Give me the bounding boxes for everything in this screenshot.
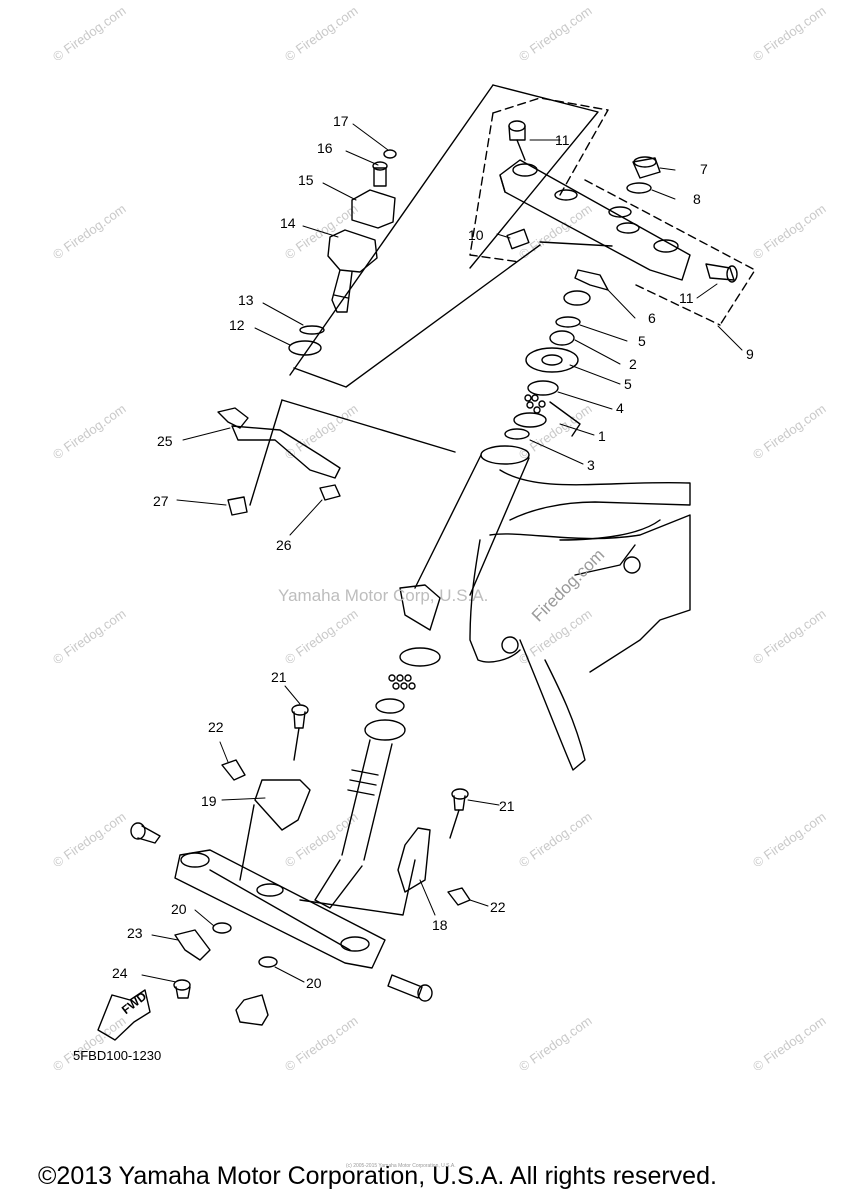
copyright-notice: ©2013 Yamaha Motor Corporation, U.S.A. A… [38, 1162, 717, 1190]
pinch-bolt-left [130, 822, 161, 844]
callout-24: 24 [112, 965, 128, 981]
holder-cap-17 [383, 149, 397, 159]
lower-seal [375, 698, 405, 714]
callout-1: 1 [598, 428, 606, 444]
ring-nut-upper [563, 290, 591, 306]
callout-22: 22 [490, 899, 506, 915]
ring-nut-lower [549, 330, 575, 346]
callout-23: 23 [127, 925, 143, 941]
callout-17: 17 [333, 113, 349, 129]
callout-15: 15 [298, 172, 314, 188]
upper-bearing-race [513, 380, 559, 428]
pinch-bolt-right [387, 974, 433, 1002]
washer-13 [299, 325, 325, 335]
bolt-21-lower [449, 788, 469, 839]
callout-27: 27 [153, 493, 169, 509]
callout-21: 21 [499, 798, 515, 814]
crown-dashed-outline [469, 97, 756, 326]
guide-frame [281, 399, 456, 453]
cable-guide [217, 407, 341, 479]
fwd-arrow [97, 989, 151, 1041]
holder-bolt-16 [372, 161, 388, 187]
bearing-bracket-line [549, 401, 581, 437]
bolt-21-upper [291, 704, 309, 761]
lock-washer [574, 269, 609, 291]
callout-5: 5 [624, 376, 632, 392]
callout-2: 2 [629, 356, 637, 372]
nut-22-upper [221, 759, 246, 781]
clip-27 [227, 496, 248, 516]
upper-group-frame [289, 84, 599, 388]
lower-bracket [174, 849, 386, 969]
lower-holder-14 [327, 229, 378, 313]
damper-12 [288, 340, 322, 356]
fine-print: (c) 2005-2015 Yamaha Motor Corporation, … [346, 1163, 456, 1169]
bearing-cover [525, 347, 579, 373]
bolt-top [508, 120, 526, 161]
head-pipe-race [504, 428, 530, 440]
callout-13: 13 [238, 292, 254, 308]
leader-lines [141, 123, 743, 983]
callout-16: 16 [317, 140, 333, 156]
callout-22: 22 [208, 719, 224, 735]
callout-19: 19 [201, 793, 217, 809]
callout-14: 14 [280, 215, 296, 231]
callout-3: 3 [587, 457, 595, 473]
clip-23 [174, 929, 211, 961]
bracket-19-frame [239, 804, 255, 881]
nut-20-lower [258, 956, 278, 968]
callout-18: 18 [432, 917, 448, 933]
callout-6: 6 [648, 310, 656, 326]
bolt-right [705, 263, 738, 283]
upper-holder-15 [351, 189, 396, 229]
crown-nut [632, 156, 661, 179]
ball-bearings-lower [388, 674, 416, 690]
center-watermark: Yamaha Motor Corp, U.S.A. [278, 586, 489, 605]
nut-20-upper [212, 922, 232, 934]
frame-head-pipe [399, 445, 691, 771]
callout-11: 11 [679, 290, 694, 306]
crown-washer [626, 182, 652, 194]
callout-4: 4 [616, 400, 624, 416]
callout-20: 20 [306, 975, 322, 991]
callout-7: 7 [700, 161, 708, 177]
callout-26: 26 [276, 537, 292, 553]
upper-bracket [499, 159, 691, 281]
callout-5: 5 [638, 333, 646, 349]
callout-10: 10 [468, 227, 484, 243]
steering-stem [314, 739, 393, 909]
bracket-19 [254, 779, 311, 831]
callout-9: 9 [746, 346, 754, 362]
clamp-26 [319, 484, 341, 501]
callout-21: 21 [271, 669, 287, 685]
stem-bolt [235, 994, 269, 1026]
callout-20: 20 [171, 901, 187, 917]
callout-11: 11 [555, 132, 570, 148]
nut-22-lower [447, 887, 471, 906]
lower-race [399, 647, 441, 667]
callout-12: 12 [229, 317, 245, 333]
lower-bearing [364, 719, 406, 741]
rubber-washer [555, 316, 581, 328]
callout-8: 8 [693, 191, 701, 207]
guide-frame [249, 399, 283, 506]
part-code: 5FBD100-1230 [73, 1048, 162, 1063]
callout-25: 25 [157, 433, 173, 449]
bolt-24 [173, 979, 191, 999]
bracket-18 [397, 827, 431, 893]
ball-bearings-upper [524, 394, 546, 414]
bracket-18-frame [299, 859, 416, 916]
